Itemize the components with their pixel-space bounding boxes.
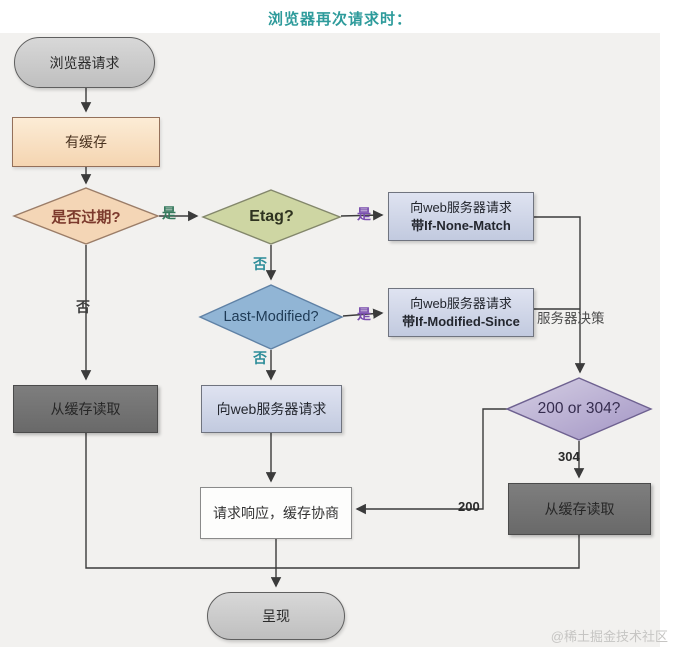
web-request-node: 向web服务器请求 xyxy=(201,385,342,433)
has-cache-node: 有缓存 xyxy=(12,117,160,167)
if-none-match-node: 向web服务器请求 带If-None-Match xyxy=(388,192,534,241)
status-304-label: 304 xyxy=(558,449,580,464)
present-node: 呈现 xyxy=(207,592,345,640)
page-title: 浏览器再次请求时： xyxy=(267,11,412,28)
start-node: 浏览器请求 xyxy=(14,37,155,88)
response-node: 请求响应，缓存协商 xyxy=(200,487,352,539)
response-node-label: 请求响应，缓存协商 xyxy=(213,505,339,521)
present-node-label: 呈现 xyxy=(262,608,290,624)
server-decision-label: 服务器决策 xyxy=(537,311,605,326)
watermark: @稀土掘金技术社区 xyxy=(550,629,668,644)
if-none-match-line1: 向web服务器请求 xyxy=(410,199,512,215)
lastmod-yes-label: 是 xyxy=(357,306,371,322)
if-modified-since-line2: 带If-Modified-Since xyxy=(402,313,520,329)
etag-no-label: 否 xyxy=(253,256,267,272)
etag-yes-label: 是 xyxy=(357,206,371,222)
cache-read-left-node: 从缓存读取 xyxy=(13,385,158,433)
expired-no-label: 否 xyxy=(76,299,90,315)
web-request-node-label: 向web服务器请求 xyxy=(216,400,327,417)
if-modified-since-node: 向web服务器请求 带If-Modified-Since xyxy=(388,288,534,337)
cache-read-right-label: 从缓存读取 xyxy=(544,501,615,517)
if-none-match-line2: 带If-None-Match xyxy=(411,217,511,233)
if-modified-since-line1: 向web服务器请求 xyxy=(410,295,512,311)
has-cache-node-label: 有缓存 xyxy=(65,134,107,150)
status-200-label: 200 xyxy=(458,499,480,514)
cache-read-left-label: 从缓存读取 xyxy=(50,401,121,417)
start-node-label: 浏览器请求 xyxy=(49,54,120,71)
expired-yes-label: 是 xyxy=(162,205,176,221)
cache-read-right-node: 从缓存读取 xyxy=(508,483,651,535)
lastmod-no-label: 否 xyxy=(253,350,267,366)
